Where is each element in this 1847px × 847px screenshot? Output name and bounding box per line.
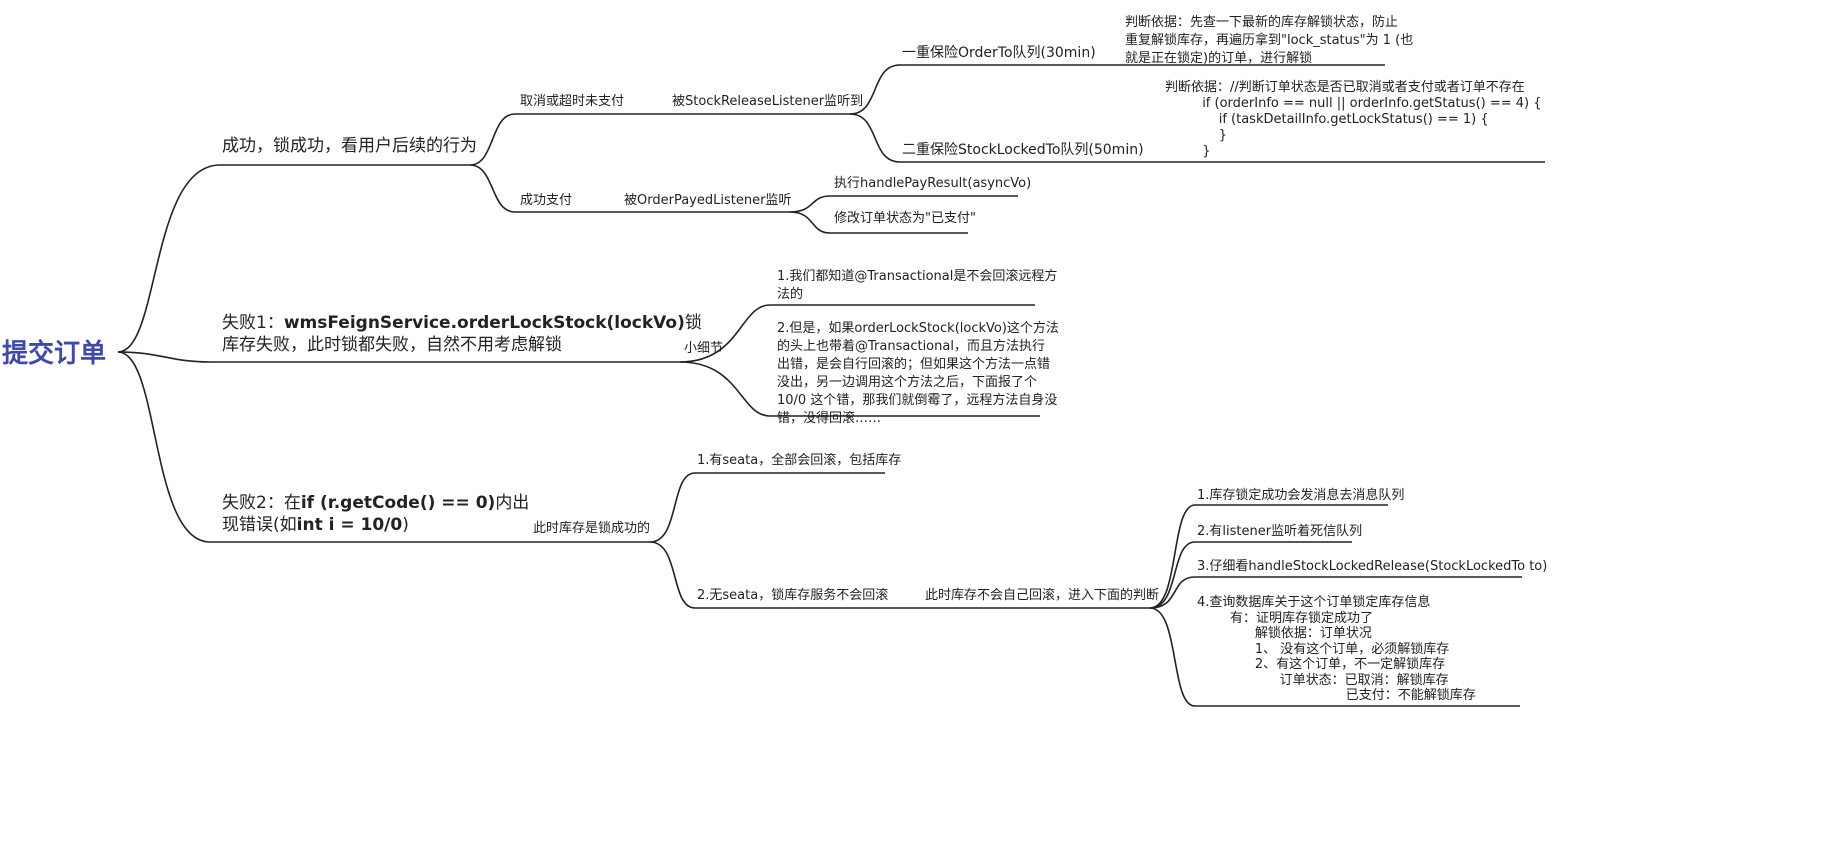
node-second-insurance[interactable]: 二重保险StockLockedTo队列(50min) — [902, 142, 1144, 158]
fail1-line2: 库存失败，此时锁都失败，自然不用考虑解锁 — [222, 335, 562, 356]
node-first-insurance[interactable]: 一重保险OrderTo队列(30min) — [902, 45, 1096, 61]
root-node[interactable]: 提交订单 — [2, 339, 107, 369]
fail1-method: wmsFeignService.orderLockStock(lockVo) — [283, 313, 685, 333]
fail2-line2-suffix: ) — [402, 515, 409, 536]
node-update-order-status[interactable]: 修改订单状态为"已支付" — [834, 211, 976, 226]
node-detail[interactable]: 小细节 — [684, 341, 724, 356]
node-step-4[interactable]: 4.查询数据库关于这个订单锁定库存信息 有：证明库存锁定成功了 解锁依据：订单状… — [1197, 595, 1476, 703]
fail2-prefix: 失败2：在 — [222, 493, 301, 513]
node-detail-1[interactable]: 1.我们都知道@Transactional是不会回滚远程方 法的 — [777, 269, 1058, 302]
node-fail2[interactable]: 失败2：在if (r.getCode() == 0)内出 现错误(如int i … — [222, 492, 529, 536]
node-step-3[interactable]: 3.仔细看handleStockLockedRelease(StockLocke… — [1197, 559, 1548, 574]
node-step-2[interactable]: 2.有listener监听着死信队列 — [1197, 524, 1363, 539]
node-success[interactable]: 成功，锁成功，看用户后续的行为 — [222, 136, 477, 156]
node-paid[interactable]: 成功支付 — [520, 193, 573, 208]
note-first-insurance: 判断依据：先查一下最新的库存解锁状态，防止 重复解锁库存，再遍历拿到"lock_… — [1125, 15, 1414, 66]
node-detail-2[interactable]: 2.但是，如果orderLockStock(lockVo)这个方法 的头上也带着… — [777, 321, 1059, 426]
fail2-suffix: 内出 — [495, 493, 530, 513]
node-no-self-rollback[interactable]: 此时库存不会自己回滚，进入下面的判断 — [925, 588, 1160, 603]
node-stock-release-listener[interactable]: 被StockReleaseListener监听到 — [672, 94, 864, 109]
node-with-seata[interactable]: 1.有seata，全部会回滚，包括库存 — [697, 453, 902, 468]
node-cancel-unpaid[interactable]: 取消或超时未支付 — [520, 94, 625, 109]
fail1-prefix: 失败1： — [222, 313, 284, 333]
node-handle-pay-result[interactable]: 执行handlePayResult(asyncVo) — [834, 176, 1032, 191]
node-fail1[interactable]: 失败1：wmsFeignService.orderLockStock(lockV… — [222, 312, 702, 356]
node-stock-locked[interactable]: 此时库存是锁成功的 — [533, 521, 651, 536]
node-without-seata[interactable]: 2.无seata，锁库存服务不会回滚 — [697, 588, 889, 603]
fail2-line2-prefix: 现错误(如 — [222, 515, 297, 536]
note-second-insurance: 判断依据：//判断订单状态是否已取消或者支付或者订单不存在 if (orderI… — [1165, 80, 1542, 159]
node-step-1[interactable]: 1.库存锁定成功会发消息去消息队列 — [1197, 488, 1405, 503]
node-order-payed-listener[interactable]: 被OrderPayedListener监听 — [624, 193, 792, 208]
fail1-suffix: 锁 — [684, 313, 702, 333]
fail2-example: int i = 10/0 — [296, 515, 403, 536]
fail2-condition: if (r.getCode() == 0) — [300, 493, 496, 513]
